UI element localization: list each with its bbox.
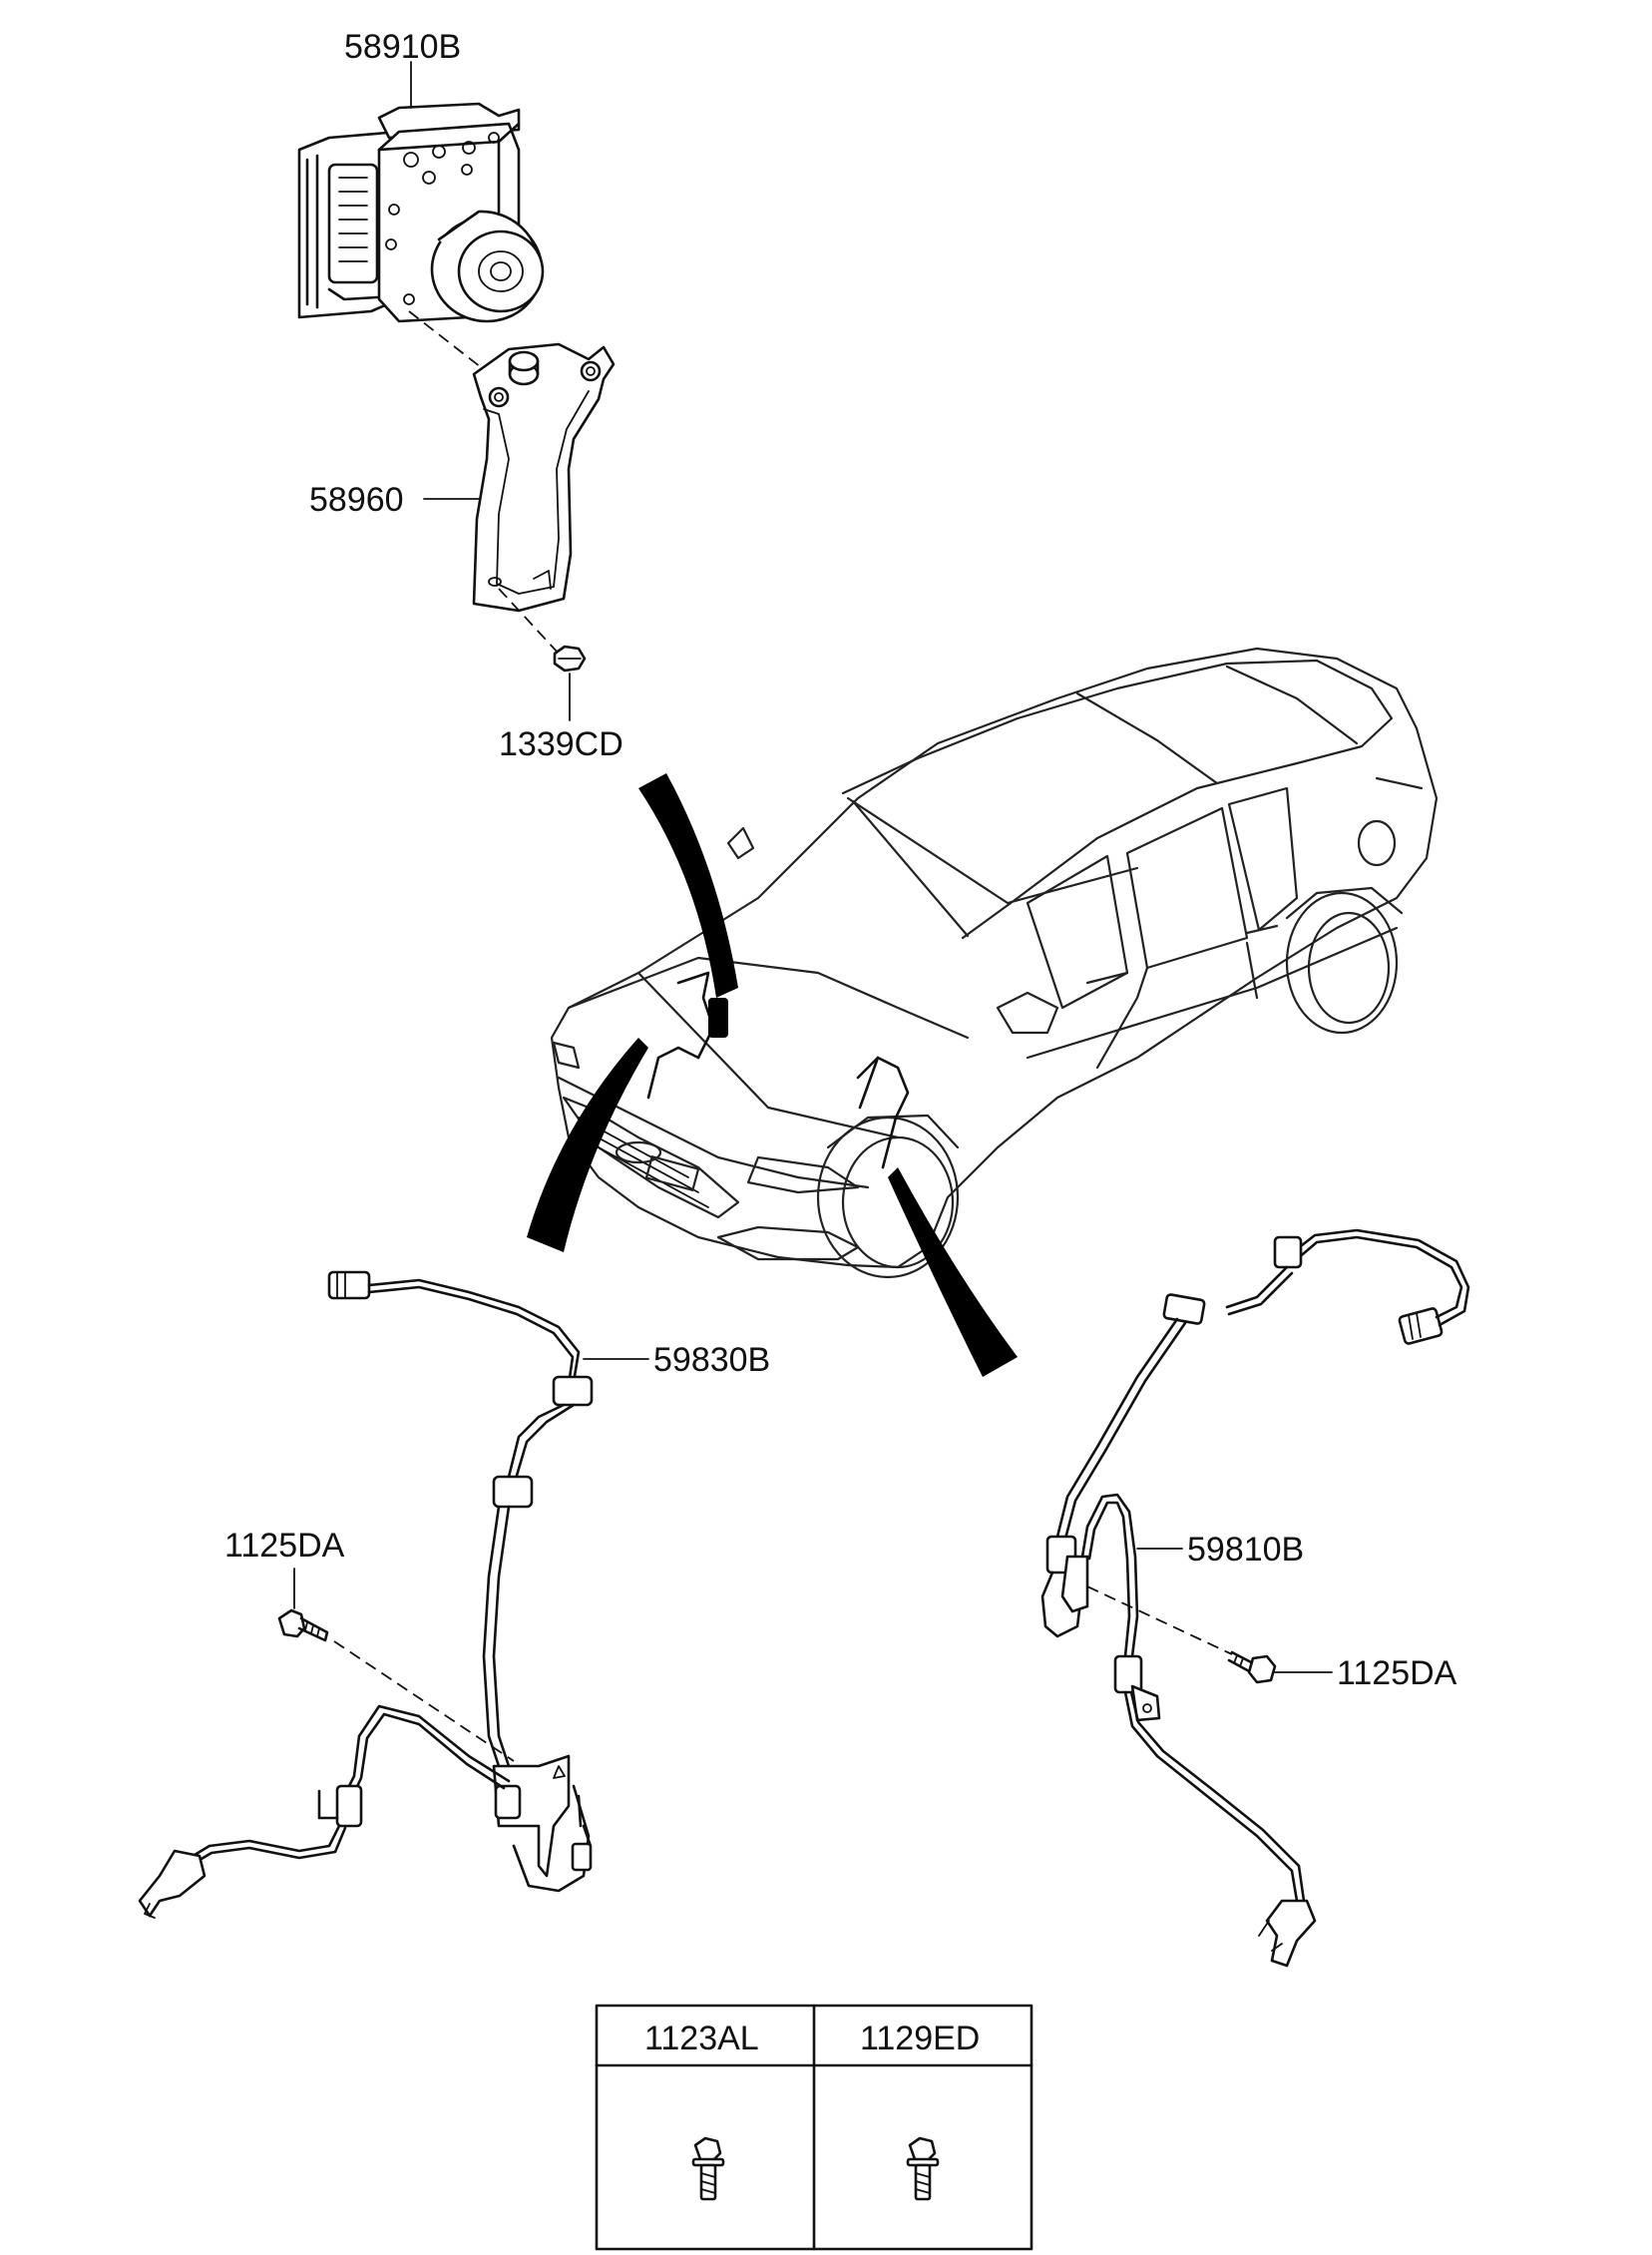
assembly-line-bolt-right — [1086, 1585, 1233, 1655]
fastener-table-header-1: 1123AL — [644, 2020, 759, 2057]
front-sensor-right-drawing[interactable] — [1040, 1228, 1470, 1968]
bracket-drawing[interactable] — [472, 342, 616, 613]
nut-label: 1339CD — [499, 725, 623, 763]
bolt-left-label: 1125DA — [224, 1527, 345, 1565]
bracket-label: 58960 — [309, 481, 404, 519]
assembly-line-bolt-left — [333, 1640, 515, 1762]
pointer-left-sensor-location — [527, 1038, 648, 1252]
front-sensor-right-label: 59810B — [1187, 1531, 1304, 1569]
abs-module-drawing[interactable] — [297, 102, 545, 323]
assembly-line-bracket — [498, 588, 560, 655]
flange-bolt-icon — [691, 2136, 725, 2201]
pointer-right-sensor-location — [888, 1167, 1018, 1377]
nut-drawing[interactable] — [553, 645, 587, 673]
fastener-table — [595, 2004, 1033, 2251]
car-right-sensor-highlight — [856, 1056, 910, 1169]
bolt-left-drawing[interactable] — [277, 1608, 329, 1642]
flange-bolt-icon — [906, 2136, 940, 2201]
bolt-right-label: 1125DA — [1337, 1654, 1457, 1692]
abs-module-label: 58910B — [344, 28, 461, 66]
pointer-abs-location — [638, 773, 738, 998]
car-drawing — [550, 647, 1439, 1279]
fastener-table-header-2: 1129ED — [860, 2020, 980, 2057]
front-sensor-left-drawing[interactable] — [138, 1270, 594, 1919]
front-sensor-left-label: 59830B — [653, 1341, 770, 1379]
bolt-right-drawing[interactable] — [1227, 1650, 1277, 1684]
car-abs-highlight — [646, 971, 728, 1100]
